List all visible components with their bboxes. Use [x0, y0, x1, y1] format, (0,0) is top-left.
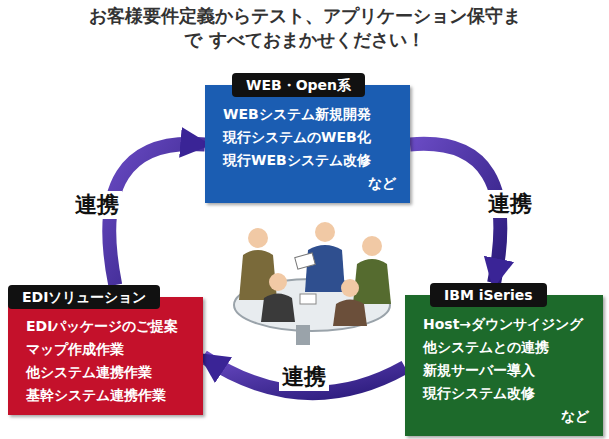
edge-label: 連携 — [279, 363, 329, 391]
box-text: 他システムとの連携 — [423, 336, 589, 359]
box-text: 現行システムのWEB化 — [223, 126, 396, 149]
box-text: WEBシステム新規開発 — [223, 103, 396, 126]
box-text: など — [223, 172, 396, 195]
box-text: 現行システム改修 — [423, 382, 589, 405]
heading-tab: WEB・Open系 — [232, 73, 365, 97]
box-text: Host→ダウンサイジング — [423, 313, 589, 336]
cooperation-arc — [203, 357, 405, 394]
cooperation-arc — [109, 144, 205, 285]
box-text: 基幹システム連携作業 — [26, 384, 189, 407]
edge-label: 連携 — [72, 191, 122, 219]
box-text: マップ作成作業 — [26, 338, 189, 361]
box-body: Host→ダウンサイジング他システムとの連携新規サーバー導入現行システム改修など — [405, 295, 603, 436]
heading-tab: IBM iSeries — [430, 283, 547, 307]
box-text: 現行WEBシステム改修 — [223, 149, 396, 172]
heading-tab: EDIソリューション — [8, 285, 160, 309]
title-area: お客様要件定義からテスト、アプリケーション保守まで すべておまかせください！ — [0, 4, 609, 52]
box-body: WEBシステム新規開発現行システムのWEB化現行WEBシステム改修など — [205, 85, 410, 203]
box-text: 他システム連携作業 — [26, 361, 189, 384]
page-title: お客様要件定義からテスト、アプリケーション保守まで すべておまかせください！ — [85, 4, 525, 52]
system-box: EDIソリューションEDIパッケージのご提案マップ作成作業他システム連携作業基幹… — [8, 285, 203, 415]
box-text: 新規サーバー導入 — [423, 359, 589, 382]
box-text: など — [423, 405, 589, 428]
edge-label: 連携 — [485, 190, 535, 218]
system-box: IBM iSeriesHost→ダウンサイジング他システムとの連携新規サーバー導… — [405, 283, 603, 436]
box-body: EDIパッケージのご提案マップ作成作業他システム連携作業基幹システム連携作業 — [8, 297, 203, 415]
system-box: WEB・Open系WEBシステム新規開発現行システムのWEB化現行WEBシステム… — [205, 73, 410, 203]
box-text: EDIパッケージのご提案 — [26, 315, 189, 338]
